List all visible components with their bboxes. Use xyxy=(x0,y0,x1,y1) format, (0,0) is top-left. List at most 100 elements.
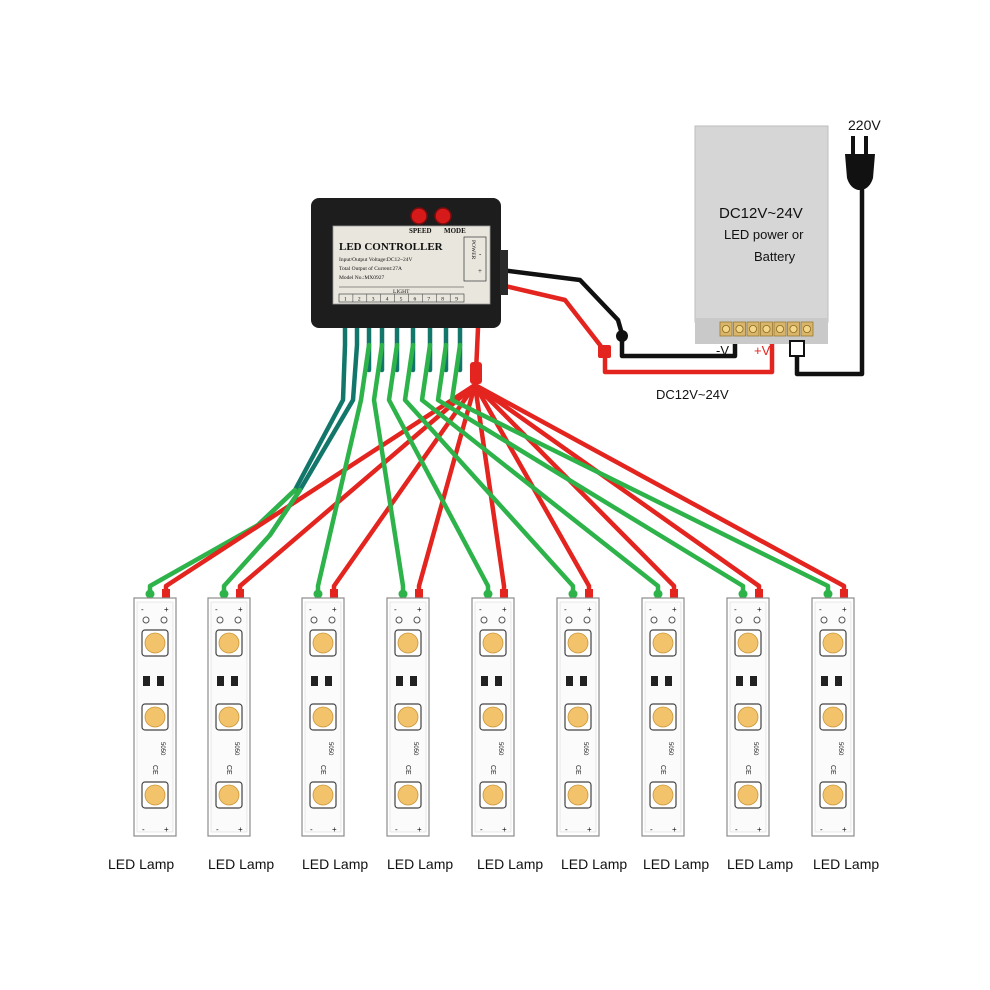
green-channel-wire xyxy=(419,342,661,597)
ce-mark: CE xyxy=(574,765,581,775)
strip-plus-top: + xyxy=(672,605,677,614)
dc-input-label: DC12V~24V xyxy=(656,387,729,402)
solder-pad xyxy=(838,616,846,624)
strip-minus-top: - xyxy=(309,605,312,614)
strip-model: 5050 xyxy=(497,742,503,756)
strip-label: LED Lamp xyxy=(813,856,879,872)
strip-minus-bottom: - xyxy=(735,825,738,834)
speed-button-label: SPEED xyxy=(409,227,432,235)
strip-label: LED Lamp xyxy=(302,856,368,872)
strip-minus-bottom: - xyxy=(820,825,823,834)
resistor xyxy=(580,676,587,686)
solder-pad xyxy=(565,616,573,624)
channel-number: 6 xyxy=(414,297,417,303)
red-common-branch xyxy=(472,382,762,597)
controller-spec-model: Model No.:MX0927 xyxy=(339,275,384,281)
strip-label: LED Lamp xyxy=(108,856,174,872)
strip-plus-bottom: + xyxy=(164,825,169,834)
led-chip xyxy=(822,632,844,654)
strip-plus-bottom: + xyxy=(332,825,337,834)
terminal-screw xyxy=(789,324,798,333)
red-connector xyxy=(162,589,170,598)
solder-pad xyxy=(735,616,743,624)
red-connector xyxy=(500,589,508,598)
red-connector xyxy=(330,589,338,598)
speed-button[interactable] xyxy=(410,207,428,225)
led-chip xyxy=(397,706,419,728)
solder-pad xyxy=(650,616,658,624)
light-label: LIGHT xyxy=(393,289,410,295)
strip-minus-bottom: - xyxy=(142,825,145,834)
led-chip xyxy=(737,784,759,806)
solder-pad xyxy=(413,616,421,624)
strip-minus-bottom: - xyxy=(395,825,398,834)
terminal-screw xyxy=(735,324,744,333)
ce-mark: CE xyxy=(489,765,496,775)
channel-strip xyxy=(338,293,465,303)
mode-button[interactable] xyxy=(434,207,452,225)
strip-label: LED Lamp xyxy=(477,856,543,872)
strip-plus-bottom: + xyxy=(502,825,507,834)
resistor xyxy=(651,676,658,686)
controller-label-sticker xyxy=(332,225,491,305)
led-chip xyxy=(312,784,334,806)
channel-number: 2 xyxy=(358,297,361,303)
strip-plus-bottom: + xyxy=(587,825,592,834)
controller-spec-voltage: Input/Output Voltage:DC12~24V xyxy=(339,257,413,263)
strip-minus-bottom: - xyxy=(565,825,568,834)
ce-mark: CE xyxy=(404,765,411,775)
terminal-screw xyxy=(749,324,758,333)
solder-pad xyxy=(753,616,761,624)
strip-minus-top: - xyxy=(215,605,218,614)
controller-title: LED CONTROLLER xyxy=(339,241,444,253)
strip-model: 5050 xyxy=(412,742,418,756)
green-connector xyxy=(568,589,578,599)
channel-number: 5 xyxy=(400,297,403,303)
led-chip xyxy=(737,632,759,654)
channel-number: 4 xyxy=(386,297,389,303)
ce-mark: CE xyxy=(829,765,836,775)
channel-number: 3 xyxy=(372,297,375,303)
strip-plus-bottom: + xyxy=(757,825,762,834)
strip-model: 5050 xyxy=(159,742,165,756)
psu-terminals xyxy=(719,321,814,337)
psu-label-line-2: LED power or xyxy=(724,227,804,242)
led-chip xyxy=(652,784,674,806)
terminal-screw xyxy=(776,324,785,333)
led-chip xyxy=(397,632,419,654)
ac-input-terminal xyxy=(789,340,805,357)
green-connector xyxy=(398,589,408,599)
strip-plus-top: + xyxy=(757,605,762,614)
green-connector xyxy=(738,589,748,599)
solder-pad xyxy=(820,616,828,624)
led-controller: SPEED MODE LED CONTROLLER Input/Output V… xyxy=(311,198,508,328)
red-connector xyxy=(415,589,423,598)
terminal-screw xyxy=(722,324,731,333)
psu-label-line-3: Battery xyxy=(754,249,796,264)
resistor xyxy=(835,676,842,686)
strip-plus-top: + xyxy=(842,605,847,614)
psu-body xyxy=(694,125,829,323)
led-chip xyxy=(482,632,504,654)
led-chip xyxy=(652,632,674,654)
led-chip xyxy=(567,784,589,806)
red-wire-connector xyxy=(598,345,611,358)
power-terminal-box xyxy=(463,236,487,282)
led-chip xyxy=(218,784,240,806)
ce-mark: CE xyxy=(151,765,158,775)
resistor xyxy=(231,676,238,686)
led-chip xyxy=(218,632,240,654)
ce-mark: CE xyxy=(659,765,666,775)
ce-mark: CE xyxy=(319,765,326,775)
strip-plus-bottom: + xyxy=(672,825,677,834)
led-chip xyxy=(652,706,674,728)
strip-plus-top: + xyxy=(587,605,592,614)
green-connector xyxy=(653,589,663,599)
red-common-branch xyxy=(163,382,478,597)
strip-minus-bottom: - xyxy=(480,825,483,834)
strip-plus-top: + xyxy=(417,605,422,614)
solder-pad xyxy=(583,616,591,624)
